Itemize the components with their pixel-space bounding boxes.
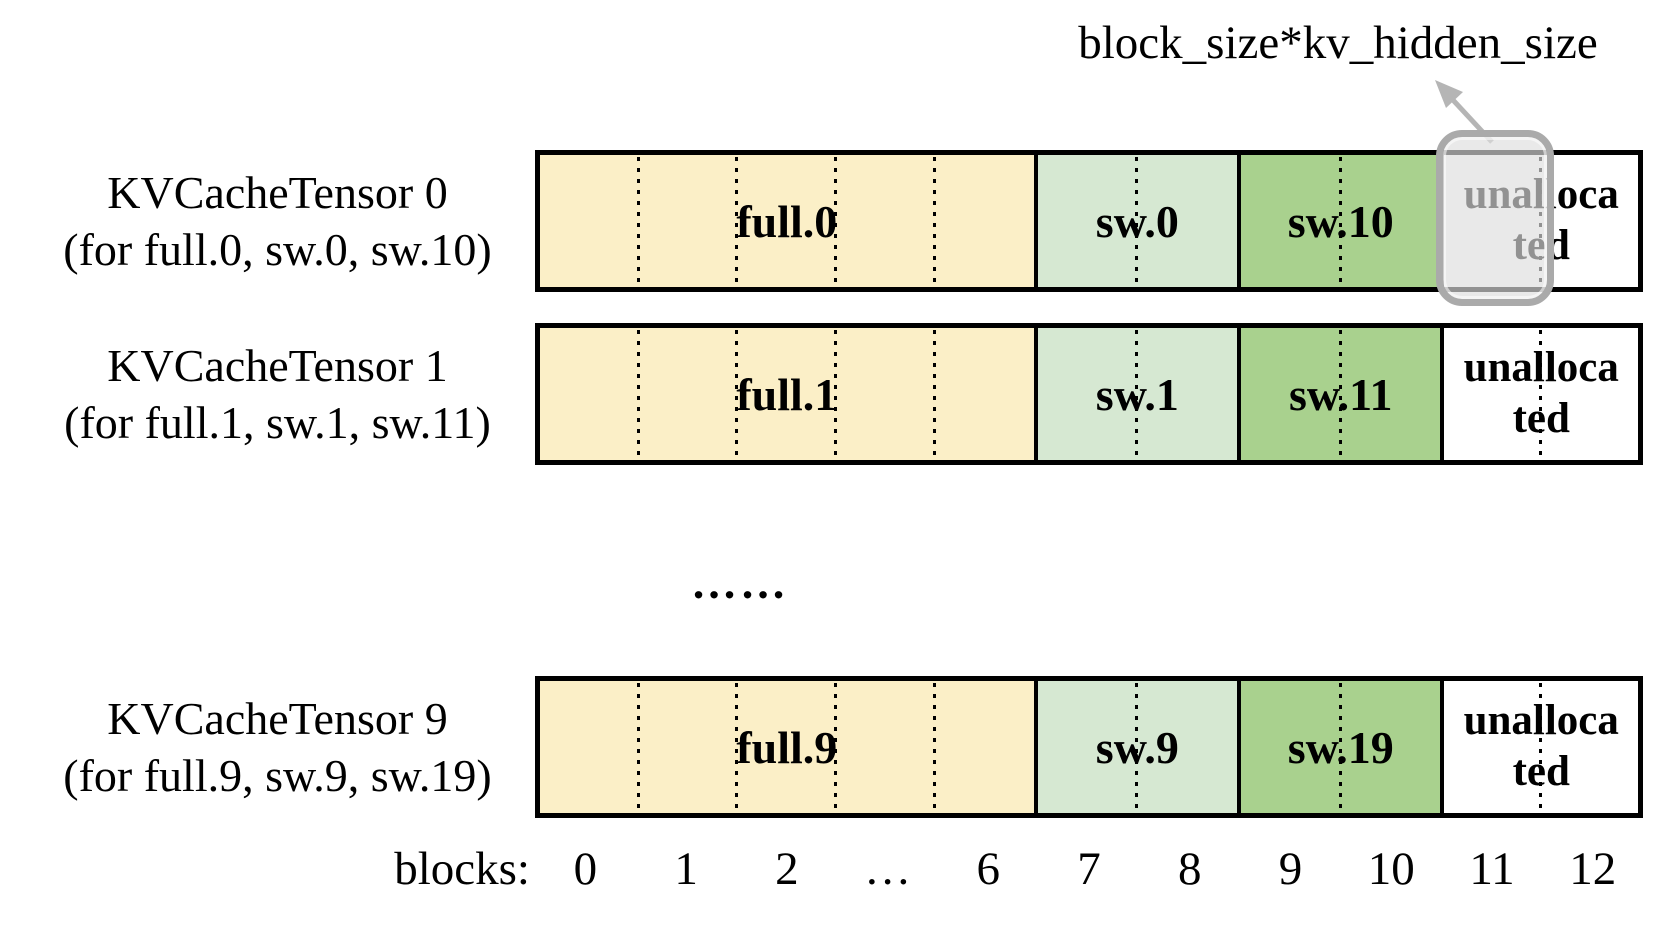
segment-label: full.0 [736, 195, 838, 247]
block-divider [1135, 157, 1139, 285]
row-label: KVCacheTensor 1 (for full.1, sw.1, sw.11… [25, 323, 530, 465]
block-divider [834, 330, 838, 458]
rows-ellipsis: …… [691, 557, 789, 608]
full-attention-segment: full.0 [540, 155, 1038, 287]
block-divider [735, 157, 739, 285]
block-divider [1135, 683, 1139, 811]
blocks-axis-label: blocks: [394, 843, 530, 895]
segment-label: sw.11 [1289, 368, 1393, 420]
sliding-window-segment: sw.9 [1037, 681, 1242, 813]
block-divider [1338, 330, 1342, 458]
segment-label: full.1 [736, 368, 838, 420]
row-title: KVCacheTensor 1 [107, 340, 448, 391]
row-subtitle: (for full.1, sw.1, sw.11) [64, 397, 491, 448]
full-attention-segment: full.9 [540, 681, 1038, 813]
tensor-row: KVCacheTensor 1 (for full.1, sw.1, sw.11… [0, 323, 1676, 465]
block-divider [1338, 683, 1342, 811]
axis-tick: 6 [976, 843, 1001, 895]
block-divider [1539, 683, 1543, 811]
block-divider [932, 330, 936, 458]
segment-label: sw.1 [1095, 368, 1179, 420]
segment-label: sw.9 [1095, 721, 1179, 773]
row-subtitle: (for full.9, sw.9, sw.19) [63, 750, 492, 801]
row-label: KVCacheTensor 9 (for full.9, sw.9, sw.19… [25, 676, 530, 818]
sliding-window-2-segment: sw.10 [1241, 155, 1445, 287]
block-divider [932, 683, 936, 811]
block-divider [1135, 330, 1139, 458]
axis-tick: 2 [775, 843, 799, 895]
tensor-row: KVCacheTensor 9 (for full.9, sw.9, sw.19… [0, 676, 1676, 818]
tensor-row: KVCacheTensor 0 (for full.0, sw.0, sw.10… [0, 150, 1676, 292]
block-divider [1338, 157, 1342, 285]
row-title: KVCacheTensor 0 [107, 167, 448, 218]
block-divider [735, 330, 739, 458]
row-title: KVCacheTensor 9 [107, 693, 448, 744]
axis-tick: 10 [1367, 843, 1415, 895]
sliding-window-segment: sw.1 [1037, 328, 1242, 460]
block-divider [1539, 330, 1543, 458]
highlighted-block-box [1436, 130, 1554, 306]
segment-label: sw.10 [1287, 195, 1394, 247]
block-divider [834, 157, 838, 285]
row-subtitle: (for full.0, sw.0, sw.10) [63, 224, 492, 275]
axis-tick: 7 [1077, 843, 1101, 895]
sliding-window-2-segment: sw.11 [1241, 328, 1445, 460]
axis-tick: 0 [573, 843, 598, 895]
block-divider [636, 157, 640, 285]
axis-tick: 9 [1278, 843, 1303, 895]
block-divider [834, 683, 838, 811]
axis-tick: 12 [1569, 843, 1617, 895]
block-divider [932, 157, 936, 285]
full-attention-segment: full.1 [540, 328, 1038, 460]
block-divider [636, 330, 640, 458]
segment-label: sw.19 [1287, 721, 1394, 773]
row-label: KVCacheTensor 0 (for full.0, sw.0, sw.10… [25, 150, 530, 292]
segment-label: sw.0 [1095, 195, 1179, 247]
block-size-annotation: block_size*kv_hidden_size [1078, 17, 1598, 69]
segment-label: full.9 [736, 721, 838, 773]
axis-tick: … [864, 843, 912, 895]
block-divider [636, 683, 640, 811]
axis-tick: 11 [1469, 843, 1515, 895]
sliding-window-2-segment: sw.19 [1241, 681, 1445, 813]
axis-tick: 1 [674, 843, 698, 895]
axis-tick: 8 [1178, 843, 1202, 895]
sliding-window-segment: sw.0 [1037, 155, 1242, 287]
block-divider [735, 683, 739, 811]
